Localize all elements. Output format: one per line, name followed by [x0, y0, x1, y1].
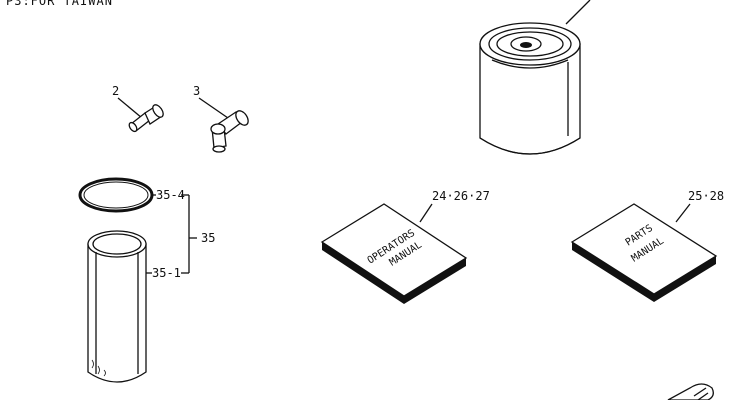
parts-manual-book: 25·28 PARTS MANUAL	[570, 189, 724, 302]
nipple-elbow: 3	[193, 84, 249, 153]
nipple-straight: 2	[112, 84, 164, 133]
callout-2: 2	[112, 84, 119, 98]
parts-manual-cover	[570, 203, 718, 295]
operators-manual-book: 24·26·27 OPERATORS MANUAL	[320, 189, 490, 304]
callout-35-1: 35-1	[152, 266, 181, 280]
leader-line-parts	[675, 203, 691, 223]
o-ring: 35-4	[78, 177, 185, 213]
leader-line-2	[117, 97, 143, 119]
callout-25-28: 25·28	[688, 189, 724, 203]
callout-3: 3	[193, 84, 200, 98]
operators-manual-cover	[320, 203, 468, 297]
callout-24-26-27: 24·26·27	[432, 189, 490, 203]
filter-element-body	[87, 243, 147, 383]
header-text: P3:FOR TAIWAN	[6, 0, 113, 8]
callout-35-4: 35-4	[156, 188, 185, 202]
tool-partial	[667, 383, 714, 400]
callout-35: 35	[201, 231, 215, 245]
filter-element-top	[87, 230, 147, 258]
leader-line-operators	[419, 203, 433, 223]
filter-element: 35-1	[87, 230, 181, 383]
oil-filter	[479, 0, 591, 155]
assembly-bracket: 35	[181, 194, 215, 274]
oil-filter-leader-line	[565, 0, 591, 25]
leader-line-3	[198, 97, 229, 119]
